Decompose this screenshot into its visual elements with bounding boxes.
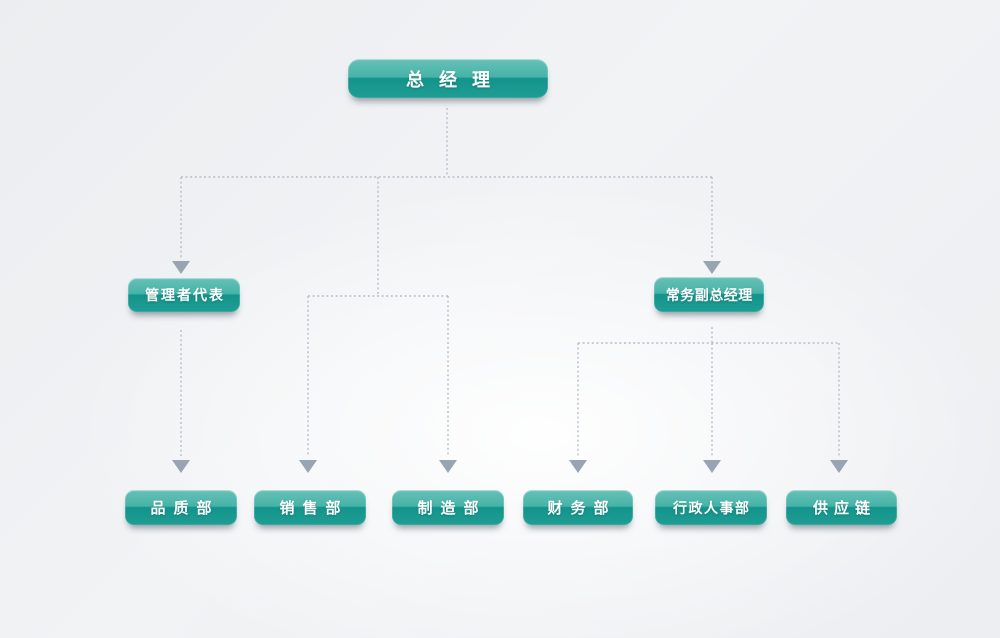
node-label: 总经理 bbox=[406, 69, 505, 90]
arrow-down-icon bbox=[172, 460, 190, 473]
arrow-down-icon bbox=[830, 460, 848, 473]
node-label: 销售部 bbox=[279, 500, 349, 517]
node-label: 管理者代表 bbox=[145, 287, 225, 303]
arrow-down-icon bbox=[703, 460, 721, 473]
node-quality-department: 品质部 bbox=[125, 490, 237, 525]
node-label: 供应链 bbox=[812, 500, 876, 517]
arrow-down-icon bbox=[439, 460, 457, 473]
node-label: 制造部 bbox=[417, 500, 487, 517]
node-admin-hr-department: 行政人事部 bbox=[655, 490, 767, 525]
node-label: 品质部 bbox=[150, 500, 220, 517]
node-manufacturing-department: 制造部 bbox=[392, 490, 504, 525]
arrow-down-icon bbox=[569, 460, 587, 473]
node-finance-department: 财务部 bbox=[523, 490, 633, 525]
arrow-down-icon bbox=[172, 261, 190, 274]
node-general-manager: 总经理 bbox=[348, 59, 548, 98]
node-label: 行政人事部 bbox=[673, 499, 751, 516]
arrow-down-icon bbox=[299, 460, 317, 473]
node-label: 财务部 bbox=[547, 500, 617, 517]
node-sales-department: 销售部 bbox=[254, 490, 366, 525]
arrow-down-icon bbox=[703, 261, 721, 274]
node-management-representative: 管理者代表 bbox=[128, 278, 240, 312]
node-supply-chain: 供应链 bbox=[786, 490, 897, 525]
node-label: 常务副总经理 bbox=[665, 286, 753, 303]
node-executive-deputy-general-manager: 常务副总经理 bbox=[654, 277, 764, 312]
